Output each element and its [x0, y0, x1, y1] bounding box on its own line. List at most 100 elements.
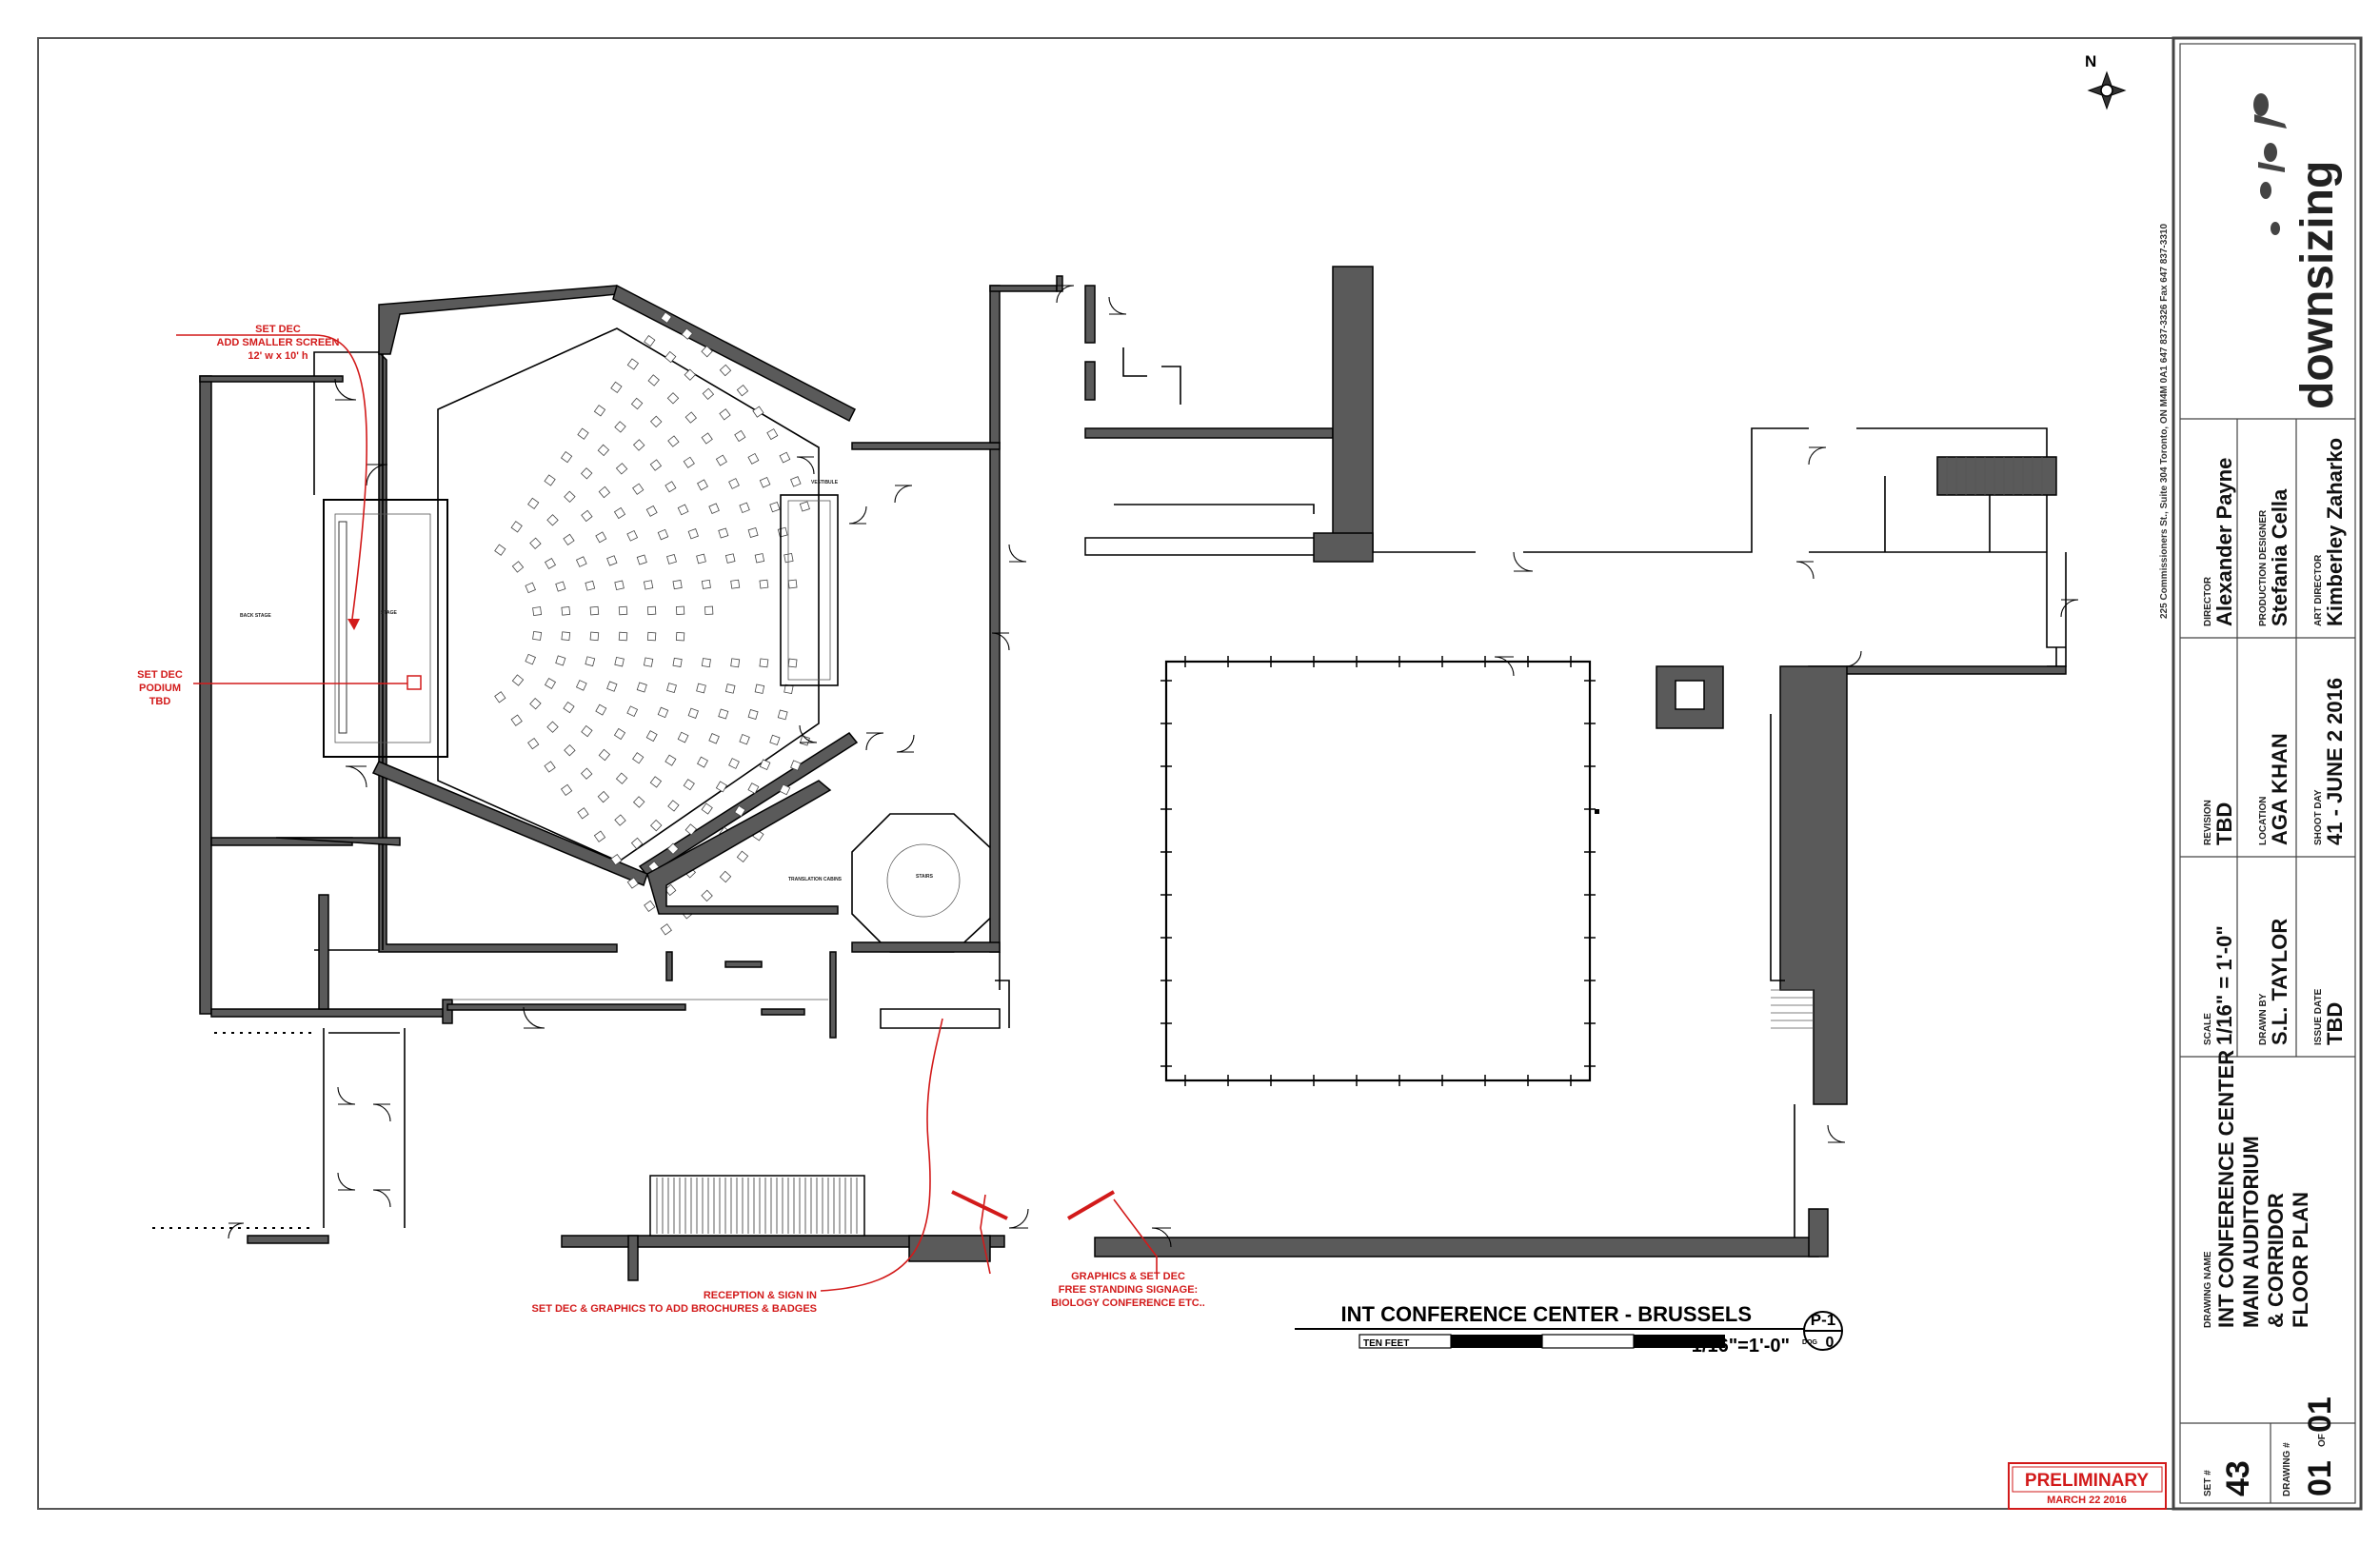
seat [730, 658, 741, 668]
lobby-wall-east [989, 442, 1001, 953]
lobby-wall-a [199, 375, 344, 383]
seat [626, 358, 640, 370]
lobby-wall-h [724, 961, 763, 968]
office-bench [1084, 537, 1319, 556]
seat [708, 733, 720, 744]
seat [615, 463, 628, 475]
east-stair-treads [1771, 989, 1814, 1029]
seat [597, 444, 610, 457]
seat [644, 900, 656, 913]
lobby-wall-east-top [851, 442, 1001, 450]
main-auditorium: STAGE BACK STAGE VESTIBULE TRANSLATION C… [240, 284, 996, 953]
stage-inner [334, 513, 431, 743]
office-wall-g [1114, 504, 1315, 514]
screen-bar [338, 521, 347, 734]
scale-bar-label: TEN FEET [1363, 1338, 1409, 1349]
seat [580, 767, 593, 780]
conference-hall [1160, 656, 1599, 1086]
seat [610, 381, 623, 394]
dotted-edge [152, 1032, 314, 1229]
signage-right [1066, 1190, 1116, 1220]
seat [595, 531, 607, 544]
lobby-wall-k [761, 1008, 805, 1016]
seat [736, 850, 749, 862]
lobby-wall-f [318, 894, 329, 1010]
seat [544, 557, 557, 570]
seat [644, 334, 656, 347]
seat [754, 553, 765, 564]
south-stair-treads [656, 1178, 858, 1234]
shoot-day-value: 41 - JUNE 2 2016 [2323, 678, 2347, 845]
seat [544, 677, 557, 690]
north-compass-icon: N [2085, 52, 2127, 110]
seat [527, 497, 540, 510]
seat [560, 450, 573, 464]
note-podium-line-1: SET DEC [137, 669, 183, 681]
issue-date-label: ISSUE DATE [2313, 988, 2324, 1045]
seat [581, 509, 593, 523]
seat [614, 580, 625, 591]
office-wall-a [989, 285, 1001, 444]
seat [730, 579, 741, 589]
seat [747, 709, 759, 720]
seat [724, 553, 736, 564]
seat [696, 553, 706, 565]
seat [613, 506, 626, 520]
seat [708, 503, 720, 514]
seat [657, 528, 669, 541]
seat [697, 756, 708, 768]
lobby-wall-j [446, 1003, 686, 1011]
corridor-north-wall [1373, 427, 2066, 648]
title-block-frame [2172, 36, 2363, 1511]
title-block-inner-frame [2179, 43, 2356, 1504]
corridor-north-stairs [1936, 456, 2057, 496]
seat [585, 656, 596, 667]
seat [701, 889, 713, 902]
red-annotations: SET DEC ADD SMALLER SCREEN 12' w x 10' h… [137, 324, 1205, 1315]
seat [606, 555, 618, 566]
seat [779, 783, 791, 796]
director-name: Alexander Payne [2212, 458, 2236, 626]
seat [614, 656, 625, 667]
seat [529, 537, 542, 550]
seat [701, 579, 711, 589]
corridor-stair-treads [1946, 457, 2043, 495]
seat [675, 632, 685, 642]
compass-north-label: N [2085, 52, 2096, 70]
door-swing-icon [1827, 1124, 1846, 1143]
seat [555, 581, 566, 592]
seat [734, 804, 746, 818]
note-screen-line-2: ADD SMALLER SCREEN [217, 337, 340, 348]
seat [667, 435, 680, 447]
seat [701, 345, 713, 358]
door-swing-icon [1056, 285, 1075, 304]
stamp-date: MARCH 22 2016 [2047, 1495, 2127, 1506]
lobby-wall-i [829, 951, 837, 1039]
seat [666, 553, 677, 565]
seat [677, 731, 689, 743]
drawing-number-label: DRAWING # [2282, 1442, 2292, 1496]
seat [684, 823, 698, 836]
column-base [1313, 532, 1374, 563]
seat [614, 814, 626, 826]
south-wall-b [627, 1235, 639, 1281]
revision-label: REVISION [2203, 800, 2213, 845]
stamp-inner [2012, 1466, 2163, 1493]
seat [696, 683, 706, 694]
seat [649, 819, 663, 832]
stairs-label: STAIRS [916, 874, 934, 880]
seat [759, 759, 771, 771]
seat [660, 311, 672, 324]
structural-column [1332, 266, 1374, 553]
seating-bowl-outline [437, 327, 820, 862]
drawing-of: OF [2317, 1434, 2328, 1447]
door-swing-icon [2060, 599, 2079, 618]
seat [783, 552, 794, 564]
seat [575, 556, 587, 567]
seat [777, 526, 788, 538]
seat [598, 748, 611, 762]
seat [606, 681, 618, 692]
seat [649, 459, 663, 471]
